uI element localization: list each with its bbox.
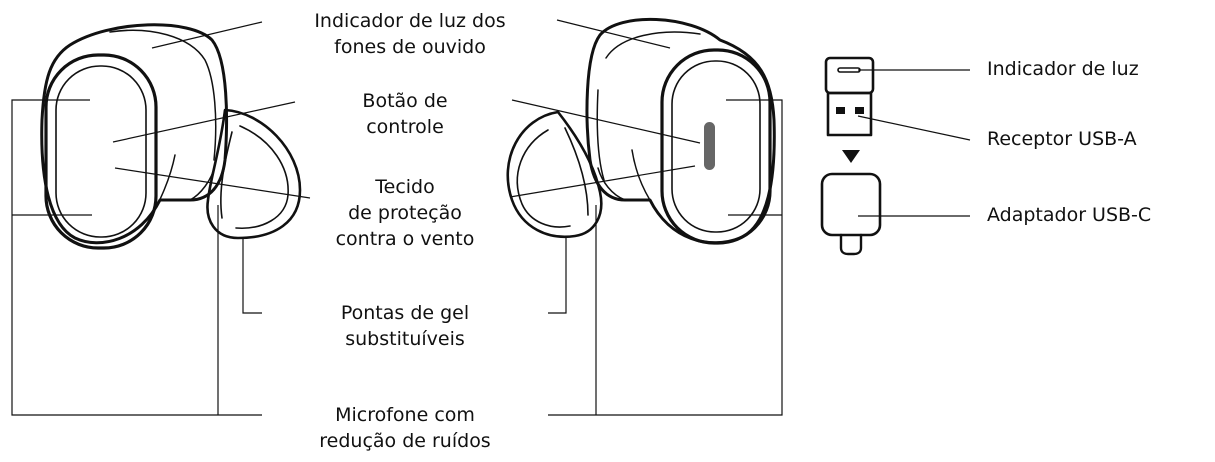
control-button-indicator bbox=[704, 122, 715, 170]
microphone-label-line1: Microfone com bbox=[335, 404, 475, 426]
control-button-label-line1: Botão de bbox=[362, 90, 448, 112]
wind-fabric-label-line1: Tecido bbox=[375, 176, 435, 198]
usb-a-receiver-icon bbox=[824, 56, 875, 137]
control-button-label-line2: controle bbox=[366, 116, 444, 138]
wind-fabric-label-line2: de proteção bbox=[348, 202, 462, 224]
earbud-light-label: Indicador de luz dos fones de ouvido bbox=[270, 8, 550, 60]
microphone-label: Microfone com redução de ruídos bbox=[280, 402, 530, 454]
microphone-label-line2: redução de ruídos bbox=[319, 430, 491, 452]
wind-fabric-label-line3: contra o vento bbox=[335, 228, 475, 250]
down-arrow-icon bbox=[842, 150, 860, 163]
earbud-light-label-line1: Indicador de luz dos bbox=[314, 10, 506, 32]
usb-c-adapter-icon bbox=[820, 172, 882, 256]
left-earbud-icon bbox=[40, 23, 302, 250]
leader-lines bbox=[11, 19, 971, 416]
control-button-label: Botão de controle bbox=[320, 88, 490, 140]
dongle-light-label: Indicador de luz bbox=[987, 58, 1139, 80]
right-earbud-icon bbox=[506, 18, 776, 245]
earbud-light-label-line2: fones de ouvido bbox=[334, 36, 486, 58]
gel-tips-label-line2: substituíveis bbox=[345, 328, 465, 350]
usb-a-receiver-label: Receptor USB-A bbox=[987, 128, 1137, 150]
gel-tips-label-line1: Pontas de gel bbox=[340, 302, 470, 324]
usb-c-adapter-label: Adaptador USB-C bbox=[987, 204, 1152, 226]
wind-fabric-label: Tecido de proteção contra o vento bbox=[300, 174, 510, 252]
gel-tips-label: Pontas de gel substituíveis bbox=[300, 300, 510, 352]
